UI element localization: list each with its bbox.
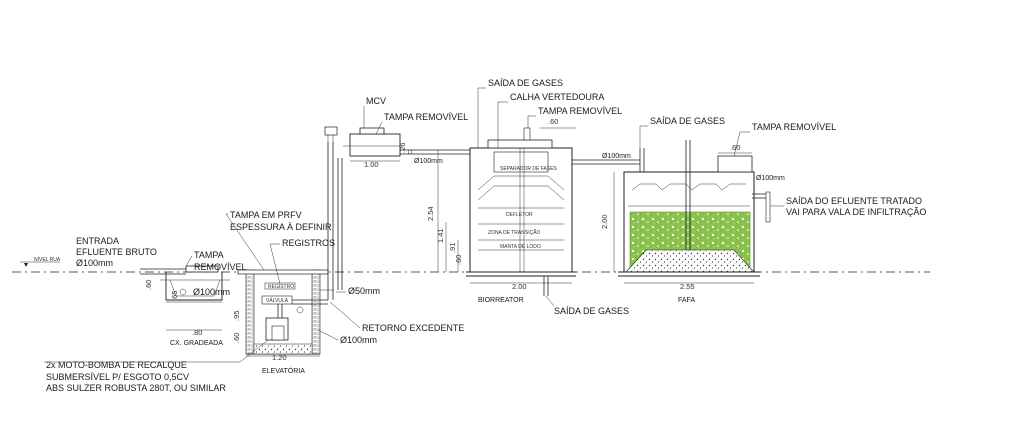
registros-label: REGISTROS [282, 238, 335, 248]
separador-label: SEPARADOR DE FASES [500, 166, 558, 172]
tampa-removivel-4a-label: TAMPA [194, 250, 224, 260]
d50-label: Ø50mm [348, 286, 380, 296]
dim-095: .95 [232, 311, 241, 321]
saida-efluente-1-label: SAÍDA DO EFLUENTE TRATADO [786, 196, 922, 206]
entrada-label-3: Ø100mm [76, 258, 113, 268]
d100-top-label: Ø100mm [414, 158, 443, 165]
dim-060-bio: .60 [548, 117, 558, 126]
dim-060-el: .60 [232, 333, 241, 343]
d100-ret-label: Ø100mm [340, 335, 377, 345]
d100-mid-label: Ø100mm [602, 153, 631, 160]
dim-060-cx: .60 [144, 280, 153, 290]
espessura-label: ESPESSURA À DEFINIR [230, 222, 332, 232]
dim-065: .65 [170, 291, 179, 301]
dim-080: .80 [192, 328, 202, 337]
dim-200-fafa: 2.00 [600, 214, 609, 229]
d100-fafa-label: Ø100mm [756, 175, 785, 182]
dim-141: 1.41 [436, 228, 445, 243]
tampa-prfv-label: TAMPA EM PRFV [230, 210, 302, 220]
saida-gases-3-label: SAÍDA DE GASES [554, 306, 629, 316]
bomba-label-3: ABS SULZER ROBUSTA 280T, OU SIMILAR [46, 383, 226, 393]
bomba-label-2: SUBMERSÍVEL P/ ESGOTO 0,5CV [46, 372, 189, 382]
mcv-unit [343, 127, 401, 157]
dim-091: .91 [448, 243, 457, 253]
dim-060-fafa: .60 [730, 143, 740, 152]
saida-gases-2-label: SAÍDA DE GASES [650, 116, 725, 126]
defletor-label: DEFLETOR [506, 212, 533, 218]
zona-transicao-label: ZONA DE TRANSIÇÃO [488, 229, 541, 236]
entrada-label-1: ENTRADA [76, 236, 119, 246]
dim-060-v: .60 [454, 255, 463, 265]
street-level-label: NÍVEL RUA [34, 256, 61, 263]
tampa-removivel-4b-label: REMOVÍVEL [194, 262, 247, 272]
saida-efluente-2-label: VAI PARA VALA DE INFILTRAÇÃO [786, 207, 926, 217]
tampa-removivel-3-label: TAMPA REMOVÍVEL [752, 122, 836, 132]
mcv-label: MCV [366, 96, 386, 106]
saida-gases-1-label: SAÍDA DE GASES [488, 78, 563, 88]
dim-120: 1.20 [272, 353, 287, 362]
svg-text:VÁLVULA: VÁLVULA [266, 297, 289, 304]
tampa-removivel-1-label: TAMPA REMOVÍVEL [384, 112, 468, 122]
bomba-label-1: 2x MOTO-BOMBA DE RECALQUE [46, 360, 187, 370]
dim-026: .26 [398, 143, 407, 153]
tampa-removivel-2-label: TAMPA REMOVÍVEL [538, 106, 622, 116]
dim-100: 1.00 [364, 160, 379, 169]
fafa-tank [618, 140, 771, 277]
cx-gradeada-label: CX. GRADEADA [170, 340, 223, 347]
elevatoria-label: ELEVATÓRIA [262, 366, 305, 375]
screen-box [160, 265, 230, 303]
bioreactor-tank [466, 127, 576, 277]
retorno-label: RETORNO EXCEDENTE [362, 323, 464, 333]
biorreator-label: BIORREATOR [478, 297, 524, 304]
manta-lodo-label: MANTA DE LODO [500, 244, 541, 250]
entrada-label-2: EFLUENTE BRUTO [76, 247, 157, 257]
dim-254: 2.54 [426, 206, 435, 221]
pump-station: VÁLVULA REGISTRO [237, 269, 334, 355]
street-level-arrow [24, 263, 28, 267]
d100-cx-label: Ø100mm [193, 287, 230, 297]
svg-text:REGISTRO: REGISTRO [268, 284, 294, 290]
dim-200-bio: 2.00 [512, 282, 527, 291]
fafa-label: FAFA [678, 297, 695, 304]
calha-vertedoura-label: CALHA VERTEDOURA [510, 92, 604, 102]
dim-255: 2.55 [680, 282, 695, 291]
